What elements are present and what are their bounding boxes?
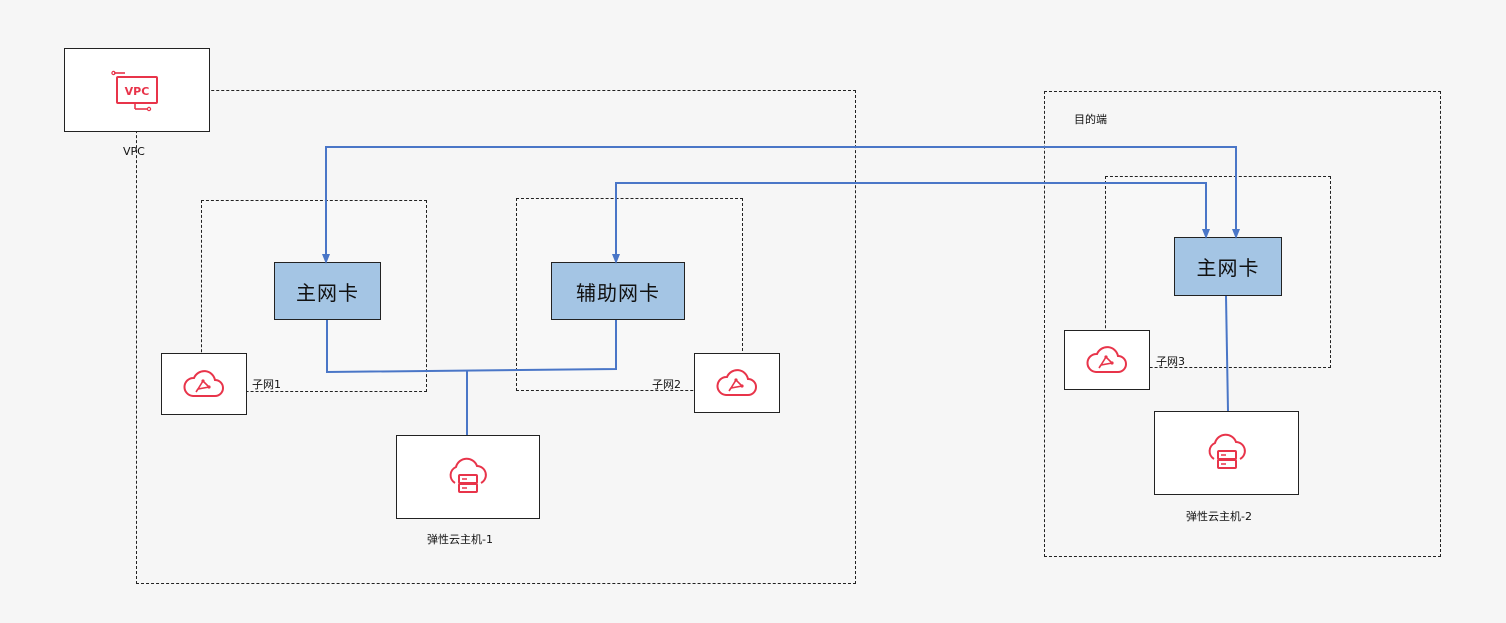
ecs-server-icon: [449, 457, 487, 493]
vpc-label: VPC: [123, 145, 145, 158]
destination-group-boundary: [1044, 91, 1441, 557]
ecs-server-1-box: [396, 435, 540, 519]
vpc-group-boundary: [136, 90, 856, 584]
vpc-icon-box: VPC: [64, 48, 210, 132]
subnet-cloud-icon: [716, 369, 757, 396]
primary-nic-2[interactable]: 主网卡: [1174, 237, 1282, 296]
subnet-cloud-icon: [183, 370, 224, 397]
destination-label: 目的端: [1074, 113, 1107, 126]
subnet-1-icon-box: [161, 353, 247, 415]
subnet-cloud-icon: [1086, 346, 1127, 373]
vpc-icon: VPC: [111, 70, 158, 112]
subnet-2-label: 子网2: [652, 378, 681, 391]
ecs-server-icon: [1208, 433, 1246, 469]
ecs-server-2-label: 弹性云主机-2: [1186, 510, 1252, 523]
subnet-3-icon-box: [1064, 330, 1150, 390]
vpc-icon-text: VPC: [125, 85, 150, 98]
subnet-3-label: 子网3: [1156, 355, 1185, 368]
subnet-2-icon-box: [694, 353, 780, 413]
primary-nic-1[interactable]: 主网卡: [274, 262, 381, 320]
ecs-server-1-label: 弹性云主机-1: [427, 533, 493, 546]
ecs-server-2-box: [1154, 411, 1299, 495]
secondary-nic-1[interactable]: 辅助网卡: [551, 262, 685, 320]
subnet-1-label: 子网1: [252, 378, 281, 391]
